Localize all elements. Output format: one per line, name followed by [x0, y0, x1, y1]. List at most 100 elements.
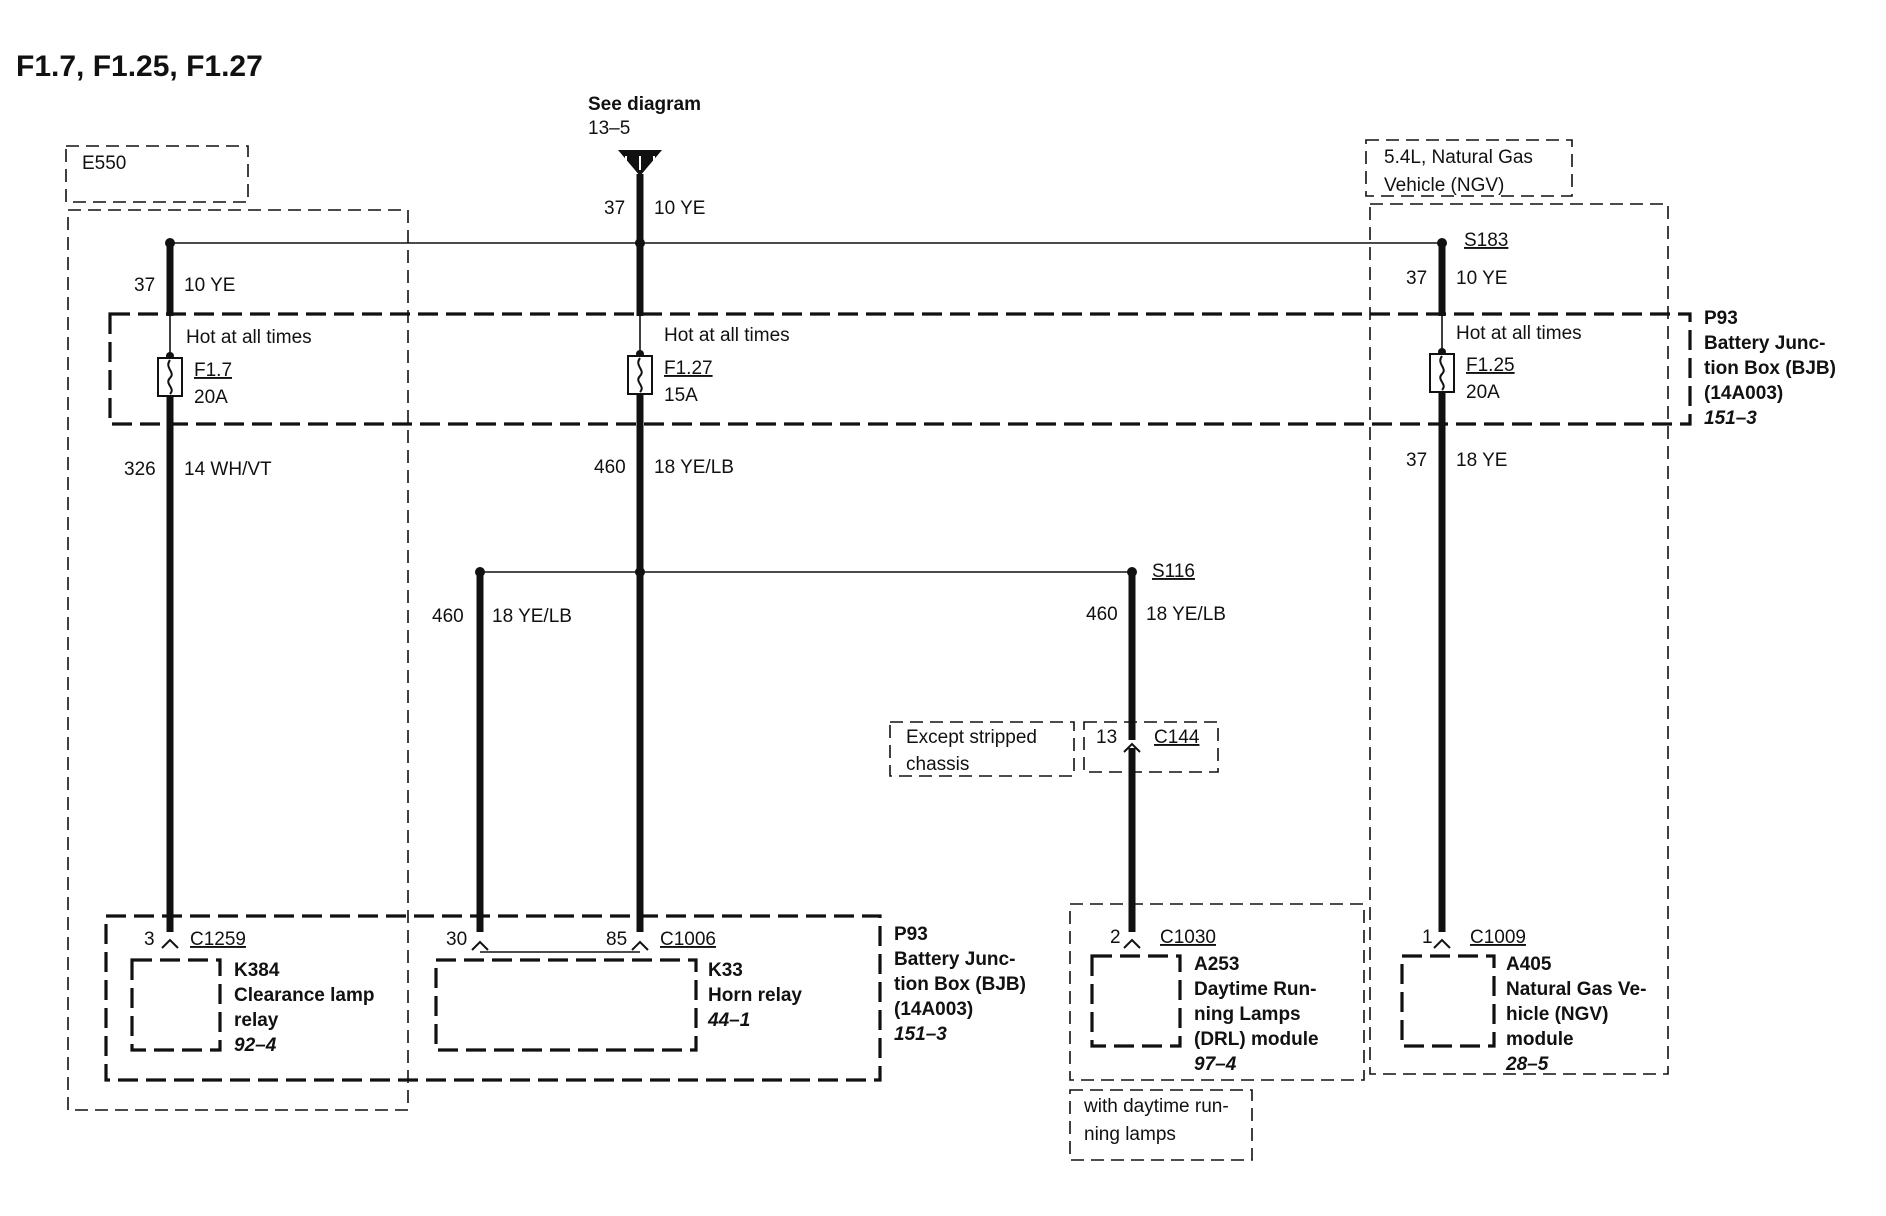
bjb-bottom-line1: Battery Junc-: [894, 949, 1015, 970]
a405-component-box: [1400, 954, 1496, 1048]
center-feed-color: 10 YE: [654, 198, 705, 219]
fuse-f125-name: F1.25: [1466, 355, 1515, 376]
left-bottom-circuit: 326: [124, 459, 156, 480]
right-hot-label: Hot at all times: [1456, 323, 1582, 344]
fuse-icon: [1429, 353, 1455, 393]
bjb-bottom-line2: tion Box (BJB): [894, 974, 1026, 995]
ngv-label-line2: Vehicle (NGV): [1384, 175, 1504, 196]
bjb-top-ref: 151–3: [1704, 408, 1757, 429]
horn30-color: 18 YE/LB: [492, 606, 572, 627]
center-bottom-color: 18 YE/LB: [654, 457, 734, 478]
bjb-top-box: [108, 312, 1692, 426]
drl-condition-line1: with daytime run-: [1083, 1096, 1229, 1117]
c144-box: [1083, 721, 1219, 773]
center-mid-node: [635, 567, 645, 577]
ngv-label-line1: 5.4L, Natural Gas: [1384, 147, 1533, 168]
bjb-top-line3: (14A003): [1704, 383, 1783, 404]
drl-condition-line2: ning lamps: [1084, 1124, 1176, 1145]
c144-name: C144: [1154, 727, 1200, 748]
fuse-f125-rating: 20A: [1466, 382, 1500, 403]
a405-id: A405: [1506, 954, 1552, 975]
bjb-bottom-box: [104, 914, 882, 1082]
right-bottom-circuit: 37: [1406, 450, 1427, 471]
a253-id: A253: [1194, 954, 1239, 975]
see-diagram-label: See diagram: [588, 94, 701, 115]
s116-label: S116: [1152, 561, 1195, 582]
a253-component-box: [1090, 954, 1182, 1048]
c1009-connector-icon: [1433, 938, 1451, 949]
c1030-connector-icon: [1123, 938, 1141, 949]
k384-line2: relay: [234, 1010, 279, 1031]
c144-pin: 13: [1096, 727, 1117, 748]
diagram-title: F1.7, F1.25, F1.27: [16, 50, 263, 83]
left-hot-label: Hot at all times: [186, 327, 312, 348]
e550-label: E550: [82, 153, 126, 174]
a405-line2: hicle (NGV): [1506, 1004, 1608, 1025]
drl-condition-box: [1069, 1089, 1253, 1161]
e550-region: [67, 209, 409, 1111]
k384-id: K384: [234, 960, 280, 981]
fuse-icon: [627, 355, 653, 395]
bjb-bottom-id: P93: [894, 924, 928, 945]
c1259-connector-icon: [161, 938, 179, 949]
c1006-connector-icon: [471, 940, 649, 951]
ground-connector-icon: [618, 150, 662, 176]
c1009-pin: 1: [1422, 927, 1433, 948]
k33-id: K33: [708, 960, 743, 981]
right-feed-circuit: 37: [1406, 268, 1427, 289]
c1009-name: C1009: [1470, 927, 1526, 948]
except-label-line1: Except stripped: [906, 727, 1037, 748]
c1030-pin: 2: [1110, 927, 1121, 948]
fuse-f17-name: F1.7: [194, 360, 232, 381]
bjb-top-line1: Battery Junc-: [1704, 333, 1825, 354]
c1259-pin: 3: [144, 929, 155, 950]
right-feed-color: 10 YE: [1456, 268, 1507, 289]
fuse-f127-name: F1.27: [664, 358, 713, 379]
k33-ref: 44–1: [707, 1010, 750, 1031]
fuse-icon: [157, 357, 183, 397]
left-feed-color: 10 YE: [184, 275, 235, 296]
bjb-bottom-ref: 151–3: [894, 1024, 947, 1045]
a253-ref: 97–4: [1194, 1054, 1237, 1075]
a405-ref: 28–5: [1505, 1054, 1549, 1075]
s183-label: S183: [1464, 230, 1508, 251]
c1006-pin-30: 30: [446, 929, 467, 950]
c1006-name: C1006: [660, 929, 716, 950]
bjb-bottom-line3: (14A003): [894, 999, 973, 1020]
center-feed-circuit: 37: [604, 198, 625, 219]
k384-component-box: [130, 958, 222, 1052]
ngv-group-box: [1365, 139, 1573, 197]
c1006-pin-85: 85: [606, 929, 627, 950]
horn30-circuit: 460: [432, 606, 464, 627]
left-feed-circuit: 37: [134, 275, 155, 296]
k384-ref: 92–4: [234, 1035, 277, 1056]
a405-line1: Natural Gas Ve-: [1506, 979, 1646, 1000]
bjb-top-line2: tion Box (BJB): [1704, 358, 1836, 379]
c1030-name: C1030: [1160, 927, 1216, 948]
except-stripped-box: [889, 721, 1075, 777]
ngv-region: [1369, 203, 1669, 1075]
a253-line1: Daytime Run-: [1194, 979, 1316, 1000]
a405-line3: module: [1506, 1029, 1574, 1050]
drl-module-region: [1069, 903, 1365, 1081]
drl-circuit: 460: [1086, 604, 1118, 625]
right-bottom-color: 18 YE: [1456, 450, 1507, 471]
k384-line1: Clearance lamp: [234, 985, 374, 1006]
drl-color: 18 YE/LB: [1146, 604, 1226, 625]
see-diagram-ref: 13–5: [588, 118, 630, 139]
left-bottom-color: 14 WH/VT: [184, 459, 272, 480]
bjb-top-id: P93: [1704, 308, 1738, 329]
fuse-f127-rating: 15A: [664, 385, 698, 406]
a253-line2: ning Lamps: [1194, 1004, 1301, 1025]
c144-connector-icon: [1123, 742, 1141, 753]
center-bottom-circuit: 460: [594, 457, 626, 478]
center-hot-label: Hot at all times: [664, 325, 790, 346]
e550-group-box: [65, 145, 249, 203]
except-label-line2: chassis: [906, 754, 969, 775]
c1259-name: C1259: [190, 929, 246, 950]
k33-component-box: [434, 958, 698, 1052]
a253-line3: (DRL) module: [1194, 1029, 1319, 1050]
fuse-f17-rating: 20A: [194, 387, 228, 408]
k33-line1: Horn relay: [708, 985, 802, 1006]
